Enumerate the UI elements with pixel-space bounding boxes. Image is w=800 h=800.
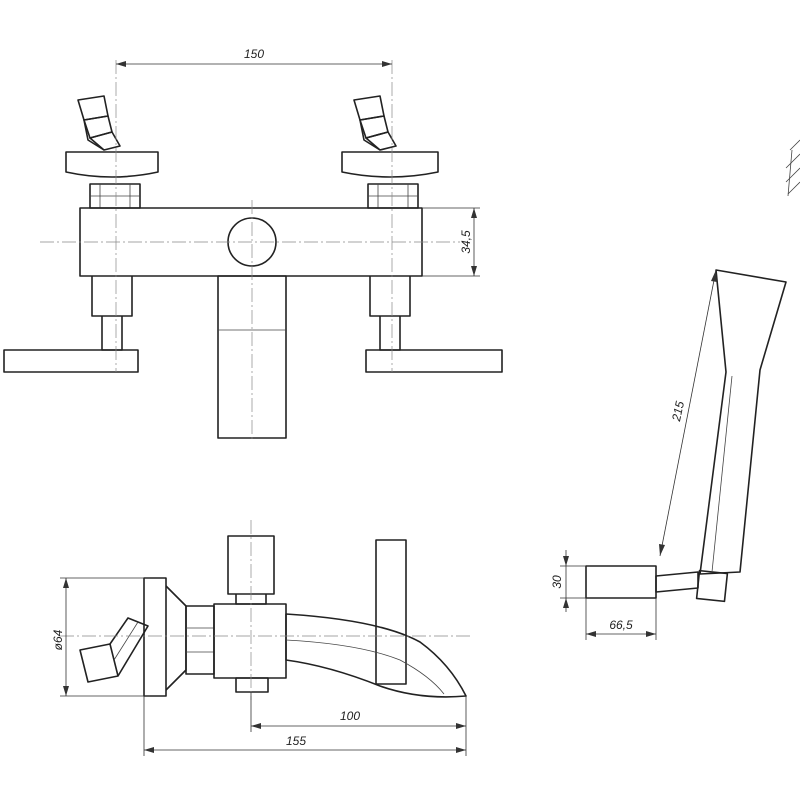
dimension-handle-spacing: 150 — [116, 47, 392, 67]
dimension-spout-reach: 100 — [250, 692, 467, 756]
dimension-label-64: ø64 — [51, 629, 65, 650]
dimension-body-height: 34,5 — [422, 207, 480, 277]
shower-holder — [585, 565, 657, 599]
side-view: ø64 100 155 — [51, 520, 470, 756]
dimension-label-215: 215 — [669, 400, 687, 424]
right-handle-assembly — [341, 95, 439, 209]
dimension-total-depth: 155 — [143, 696, 466, 756]
dimension-label-150: 150 — [244, 47, 264, 61]
dimension-label-66-5: 66,5 — [609, 618, 633, 632]
front-view: 150 34,5 — [3, 47, 503, 440]
hatch-mark — [785, 139, 800, 197]
shower-head-view: 215 30 66,5 — [550, 269, 787, 640]
dimension-label-100: 100 — [340, 709, 360, 723]
body-side — [213, 603, 287, 679]
dimension-holder-height: 30 — [550, 550, 590, 612]
shower-handle-end — [695, 569, 729, 603]
shower-outlet-side — [375, 539, 407, 685]
dimension-holder-width: 66,5 — [585, 598, 657, 640]
dimension-flange-diameter: ø64 — [51, 577, 150, 697]
hand-shower — [699, 269, 787, 575]
left-handle-assembly — [65, 95, 159, 209]
dimension-label-30: 30 — [550, 575, 564, 589]
flange-disc — [143, 577, 167, 697]
right-flange — [365, 349, 503, 373]
left-flange — [3, 349, 139, 373]
dimension-label-155: 155 — [286, 734, 306, 748]
dimension-hose-length: 215 — [659, 269, 717, 557]
dimension-label-34-5: 34,5 — [459, 230, 473, 254]
